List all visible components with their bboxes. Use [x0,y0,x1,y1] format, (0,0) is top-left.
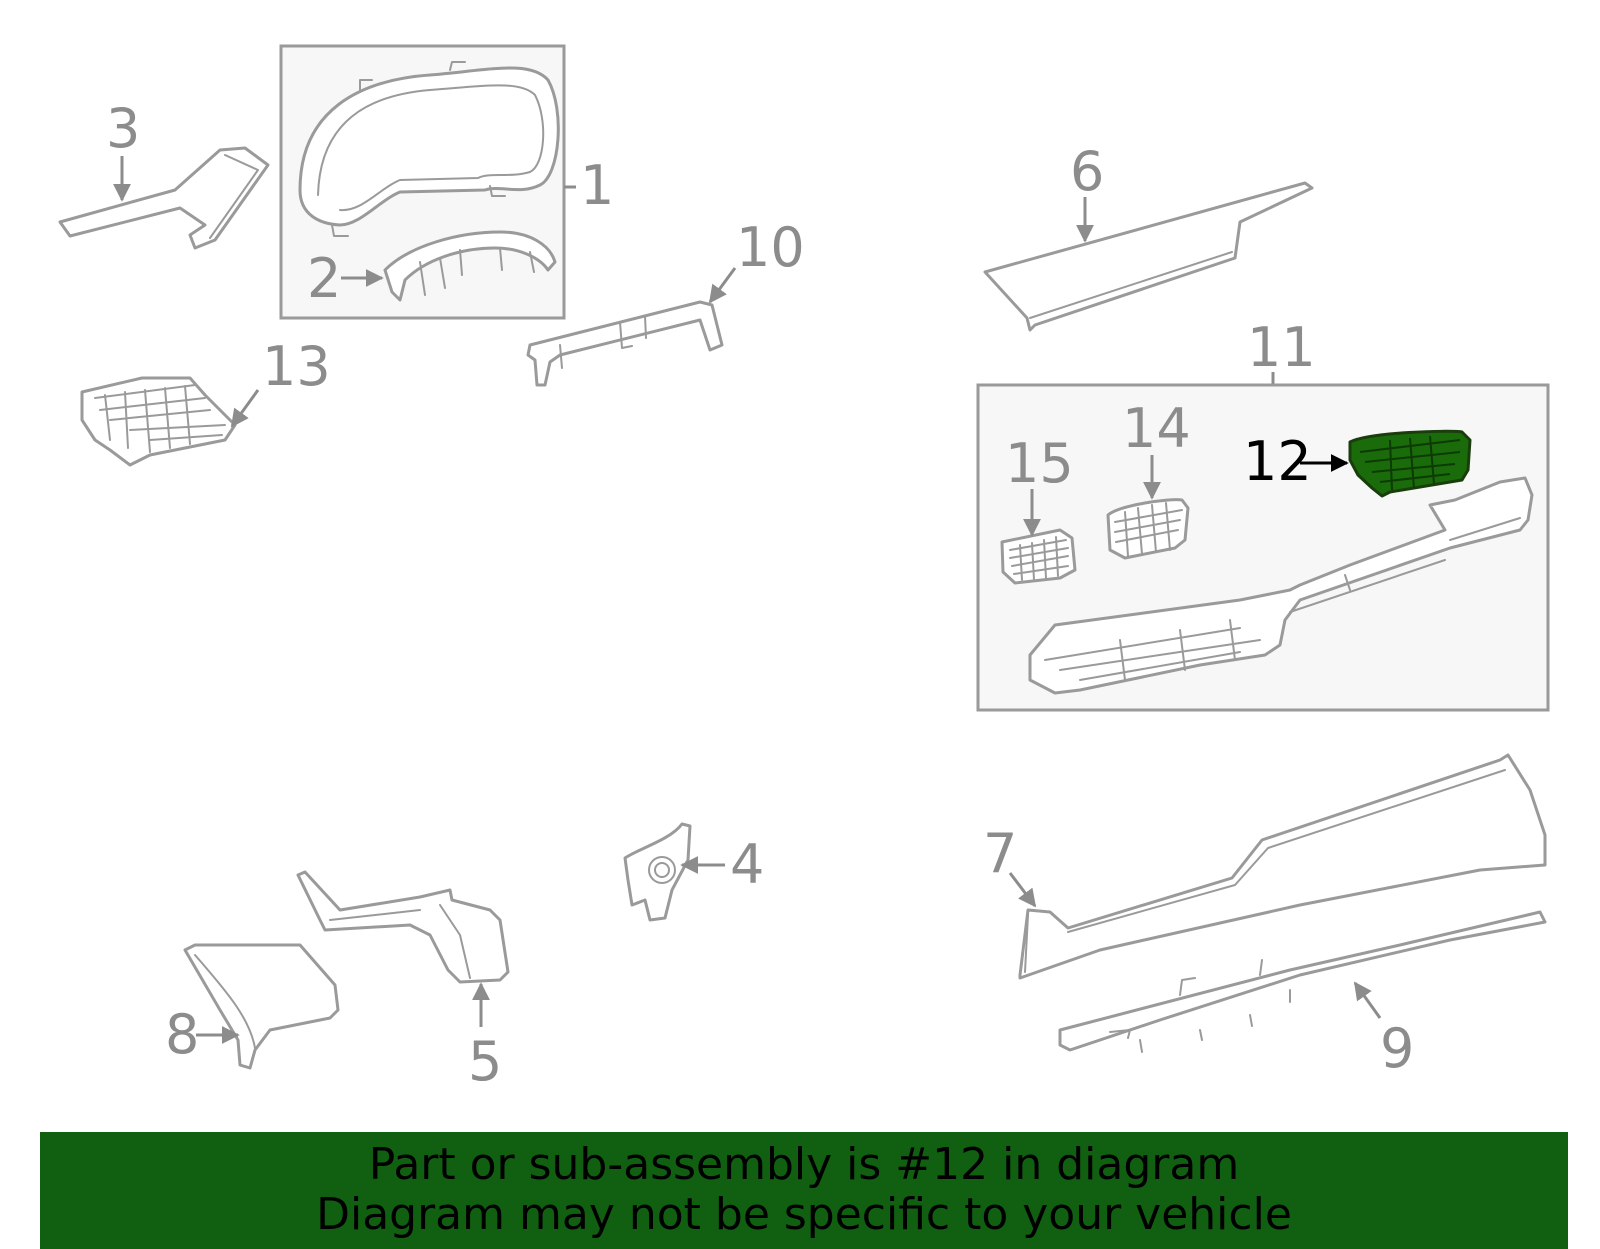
callout-3: 3 [106,97,140,160]
part-7-dash-lower-panel [1018,753,1547,980]
callout-10: 10 [736,216,805,279]
callout-11: 11 [1247,316,1316,379]
callout-12-highlighted: 12 [1243,430,1312,493]
part-14-vent-grille [1106,498,1190,560]
callout-6: 6 [1070,140,1104,203]
part-3-side-trim [58,146,270,250]
part-9-reinforcement-bar [1058,910,1547,1053]
callout-1: 1 [580,154,614,217]
callout-4: 4 [730,833,764,896]
callout-9: 9 [1380,1017,1414,1080]
part-12-body [1348,429,1472,498]
part-6-dash-top-panel [983,181,1314,332]
callout-15: 15 [1005,432,1074,495]
callout-2: 2 [307,247,341,310]
callout-8: 8 [165,1003,199,1066]
part-15-vent-grille [1000,528,1077,585]
callout-14: 14 [1122,397,1191,460]
assembly-box-11 [976,372,1550,712]
info-banner: Part or sub-assembly is #12 in diagram D… [40,1132,1568,1249]
part-2-lower-cover [383,230,557,302]
part-10-bracket [526,300,724,387]
part-5-lower-trim [296,870,510,984]
part-12-air-vent-highlighted [1348,429,1472,498]
assembly-box-1 [279,44,576,320]
info-banner-background [40,1132,1568,1249]
part-8-side-panel [183,943,340,1070]
callout-5: 5 [468,1030,502,1093]
part-1-cluster-hood [298,61,560,237]
part-13-center-vent [80,376,237,467]
callout-7: 7 [983,822,1017,885]
part-11-center-cluster-panel [1028,476,1534,695]
callout-13: 13 [262,335,331,398]
banner-line-disclaimer: Diagram may not be specific to your vehi… [316,1189,1292,1240]
part-4-switch-bezel [623,822,692,922]
banner-line-part-number: Part or sub-assembly is #12 in diagram [368,1139,1240,1190]
